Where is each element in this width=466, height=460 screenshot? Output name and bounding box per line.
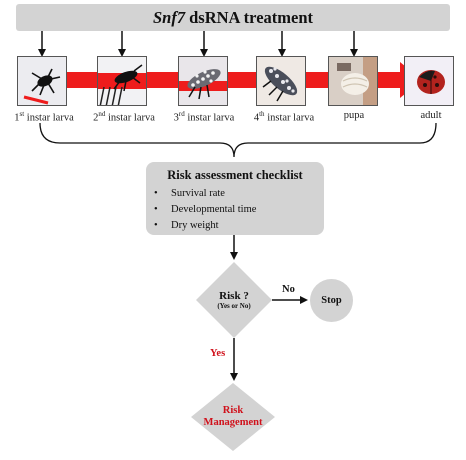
bullet-icon: • [154, 188, 158, 199]
stage-brace [39, 122, 437, 158]
checklist-item-dry-weight: •Dry weight [154, 220, 219, 231]
stage-label-4: 4th instar larva [253, 110, 315, 124]
checklist-item-development: •Developmental time [154, 204, 257, 215]
larva-2-icon [98, 57, 146, 105]
risk-assessment-checklist: Risk assessment checklist •Survival rate… [146, 162, 324, 235]
stage-image-6 [404, 56, 454, 106]
yes-label: Yes [210, 348, 226, 359]
management-diamond [191, 383, 275, 451]
stage-label-5: pupa [343, 110, 365, 121]
checklist-item-survival: •Survival rate [154, 188, 225, 199]
stage-label-3: 3rd instar larva [173, 110, 235, 124]
stage-label-6: adult [420, 110, 442, 121]
treatment-banner: Snf7 dsRNA treatment [16, 4, 450, 31]
stage-image-5 [328, 56, 378, 106]
bullet-icon: • [154, 204, 158, 215]
checklist-title: Risk assessment checklist [167, 168, 303, 182]
larva-1-icon [18, 57, 66, 105]
larva-3-icon [179, 57, 227, 105]
stop-node: Stop [310, 279, 353, 322]
stage-image-1 [17, 56, 67, 106]
adult-ladybird-icon [405, 57, 453, 105]
gene-name: Snf7 [153, 7, 186, 27]
stage-label-2: 2nd instar larva [93, 110, 155, 124]
no-label: No [282, 284, 295, 295]
risk-management-node: Risk Management [203, 405, 263, 428]
stage-image-3 [178, 56, 228, 106]
risk-question: Risk ? (Yes or No) [217, 290, 251, 310]
stage-image-2 [97, 56, 147, 106]
pupa-icon [329, 57, 377, 105]
stage-label-1: 1st instar larva [14, 110, 74, 124]
bullet-icon: • [154, 220, 158, 231]
stage-image-4 [256, 56, 306, 106]
risk-diamond [196, 262, 272, 338]
banner-title: dsRNA treatment [189, 7, 313, 27]
larva-4-icon [257, 57, 305, 105]
